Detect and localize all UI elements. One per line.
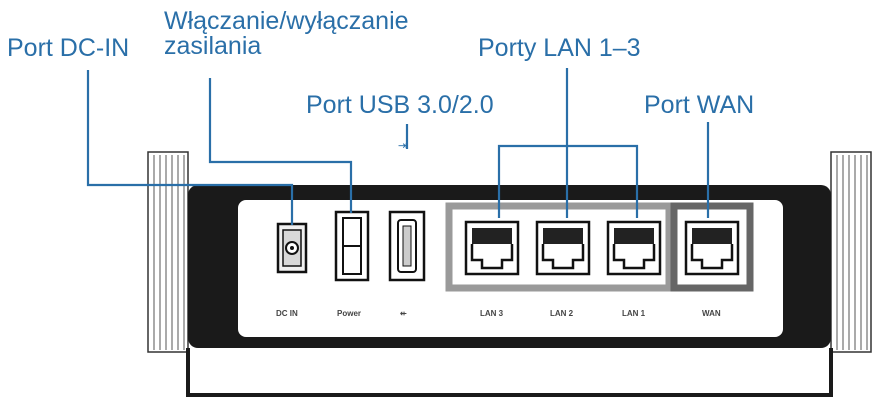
power-callout-line1: Włączanie/wyłączanie	[164, 7, 409, 35]
wan-callout: Port WAN	[644, 91, 754, 119]
power-switch	[334, 210, 370, 282]
lan-1-port	[606, 220, 662, 276]
dc-in-port	[276, 222, 308, 274]
lan-3-port	[464, 220, 520, 276]
wan-port-label: WAN	[702, 309, 721, 318]
right-antenna	[830, 151, 872, 353]
usb-callout: Port USB 3.0/2.0	[306, 91, 494, 119]
router-stand	[186, 348, 833, 397]
power-leader-line	[208, 78, 353, 213]
dc-in-callout: Port DC-IN	[7, 34, 129, 62]
wan-port-frame	[670, 202, 754, 292]
lan-3-port-label: LAN 3	[480, 309, 504, 318]
dc-in-port-label: DC IN	[276, 309, 298, 318]
lan-callout: Porty LAN 1–3	[478, 34, 641, 62]
lan-2-port-label: LAN 2	[550, 309, 574, 318]
lan-1-port-label: LAN 1	[622, 309, 646, 318]
usb-port	[388, 210, 426, 282]
power-callout-line2: zasilania	[164, 32, 261, 60]
left-antenna	[147, 151, 189, 353]
lan-2-port	[535, 220, 591, 276]
dc-in-leader-line	[86, 70, 294, 225]
lan-ports-frame	[445, 202, 673, 292]
power-port-label: Power	[337, 309, 361, 318]
usb-port-label: ⇷	[400, 309, 407, 318]
usb-symbol-icon: ⇥	[398, 139, 407, 152]
lan-bracket	[497, 144, 639, 218]
wan-port	[684, 220, 740, 276]
